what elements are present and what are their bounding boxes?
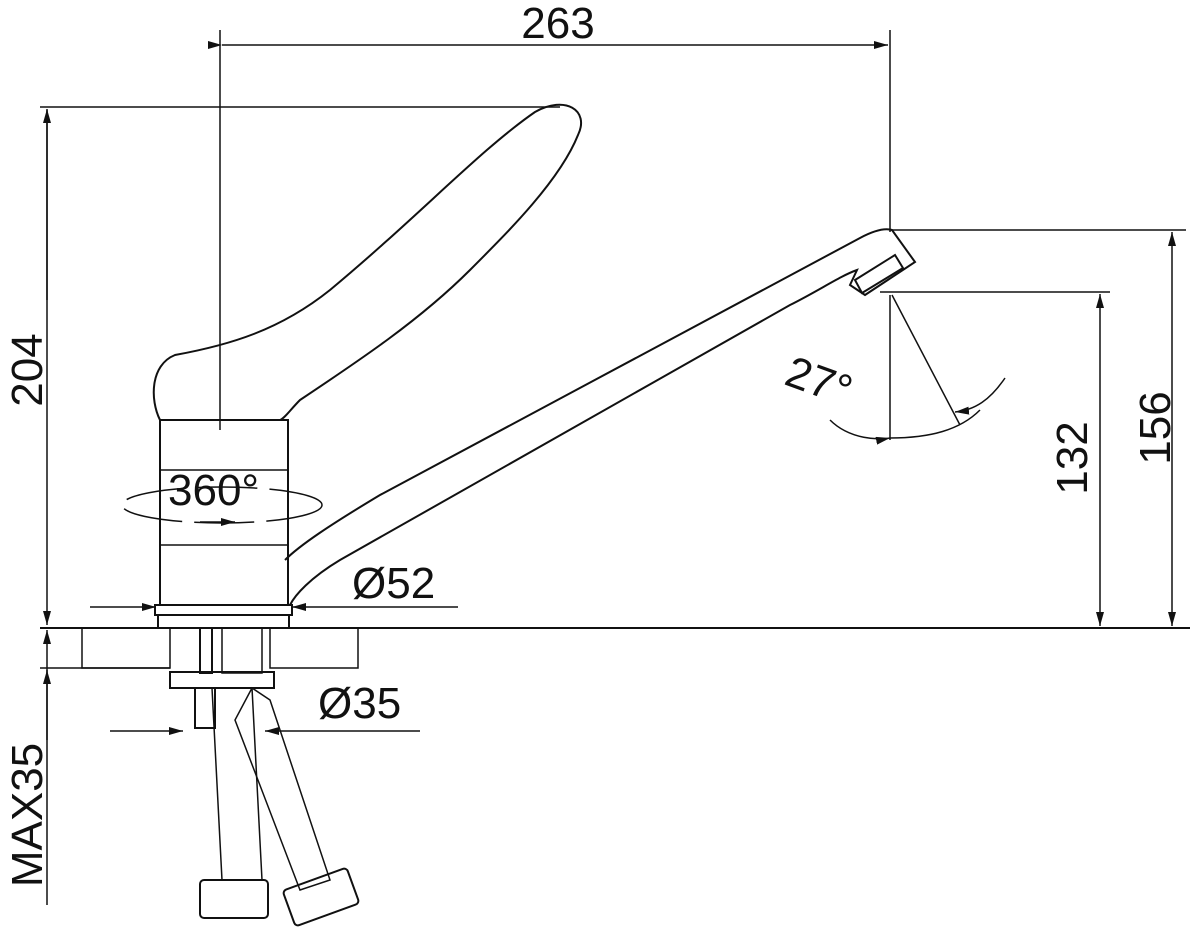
label-360-degrees: 360° (168, 466, 259, 515)
label-diameter-35: Ø35 (318, 679, 401, 728)
counter-slab (81, 627, 359, 669)
shank-and-hoses (169, 627, 360, 927)
label-156: 156 (1131, 391, 1180, 464)
label-27-degrees: 27° (779, 347, 858, 416)
label-132: 132 (1048, 421, 1097, 494)
label-max35: MAX35 (3, 743, 52, 887)
dimension-body-diameter: Ø52 (90, 559, 458, 611)
dimension-shank-diameter: Ø35 (110, 679, 420, 735)
label-263: 263 (521, 0, 594, 48)
label-204: 204 (3, 333, 52, 406)
dimension-max-counter: MAX35 (3, 630, 170, 905)
lever-handle (152, 103, 583, 421)
dimension-total-height: 204 (3, 106, 560, 625)
spout (284, 228, 917, 606)
faucet-body (154, 419, 293, 629)
dimension-spout-height: 156 (890, 229, 1186, 626)
dimension-outlet-height: 132 (880, 291, 1110, 626)
swivel-indicator: 360° (121, 466, 323, 526)
label-diameter-52: Ø52 (352, 559, 435, 608)
dimension-spout-angle: 27° (779, 294, 1006, 445)
dimension-spout-reach: 263 (208, 0, 891, 430)
